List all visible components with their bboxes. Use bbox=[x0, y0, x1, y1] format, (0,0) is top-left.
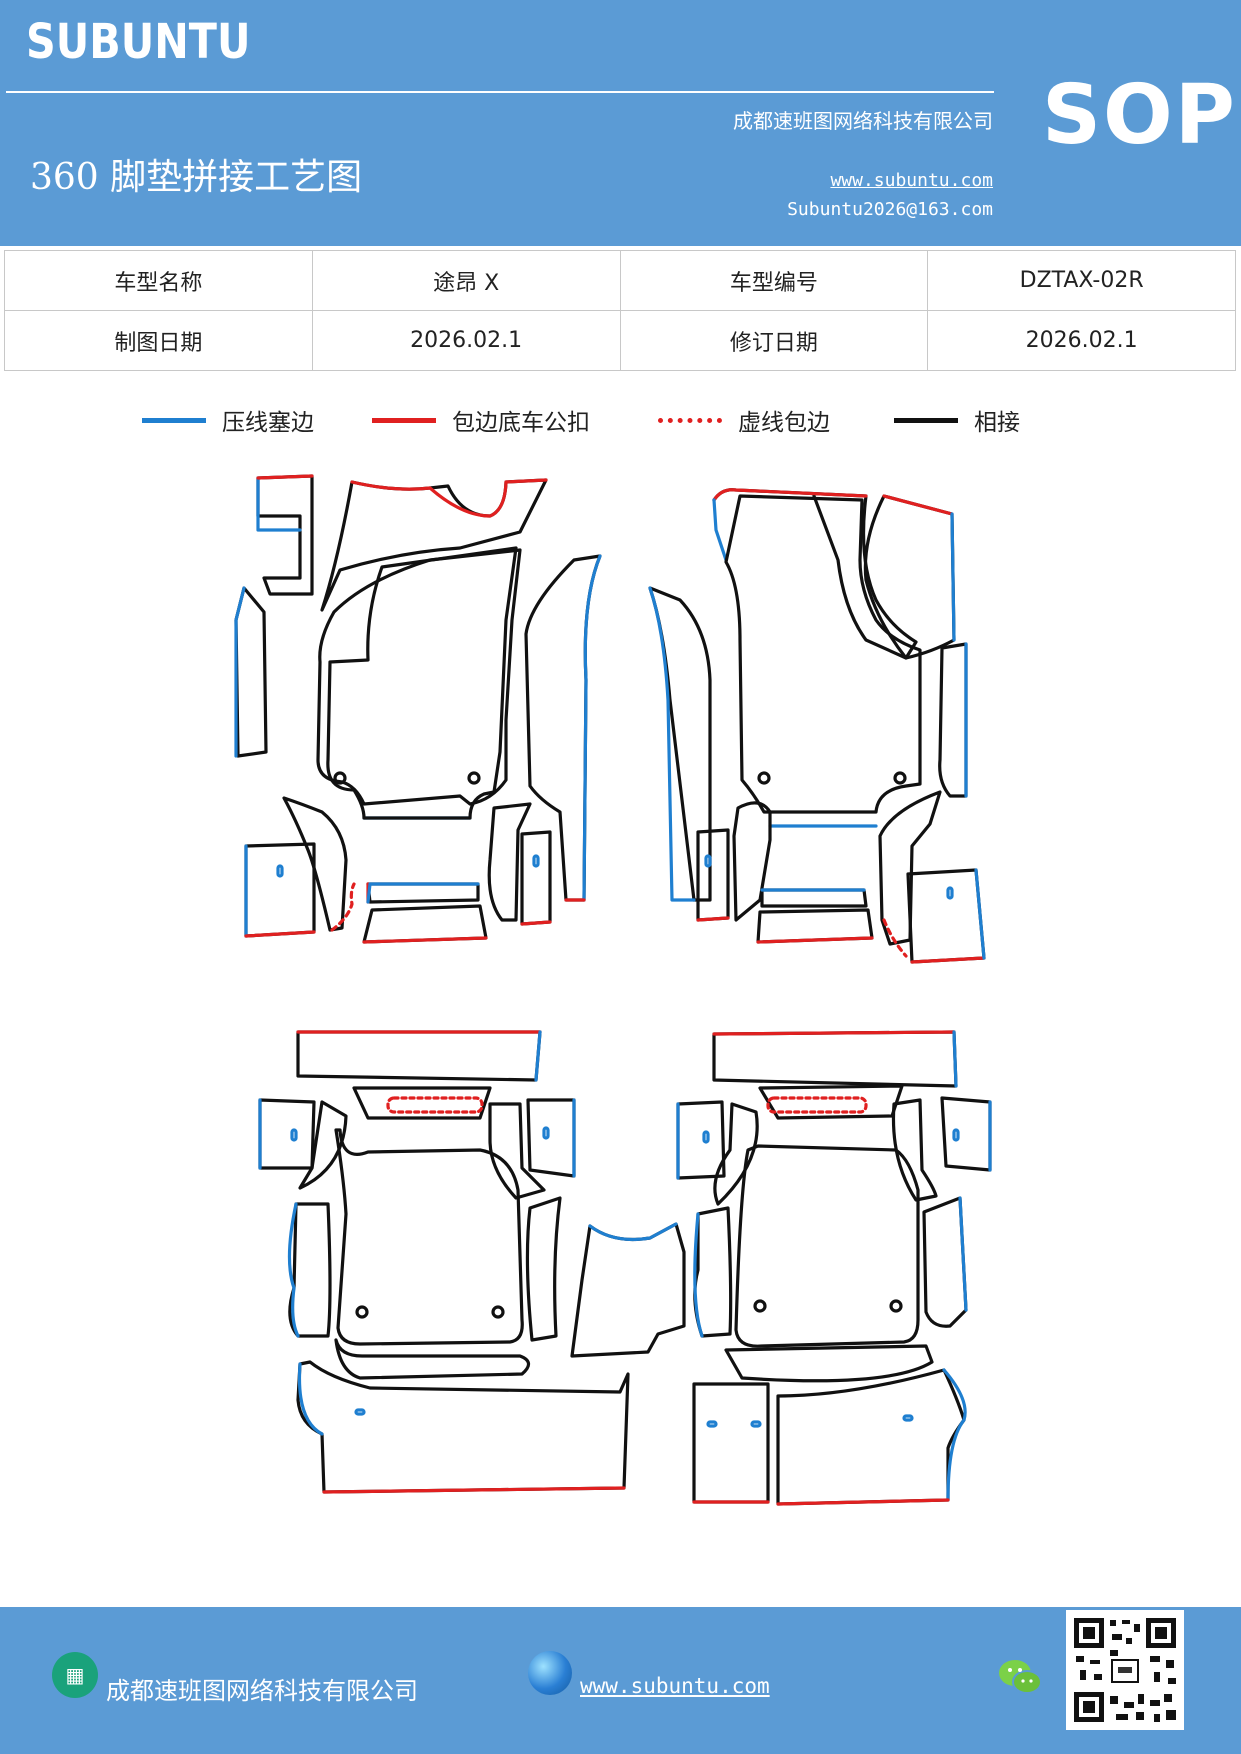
model-name-value: 途昂 X bbox=[311, 250, 621, 311]
website-link[interactable]: www.subuntu.com bbox=[830, 170, 993, 191]
legend-item: 包边底车公扣 bbox=[372, 400, 590, 440]
rear-left-mat-group bbox=[258, 1030, 630, 1494]
front-right-mat-group bbox=[648, 488, 986, 964]
table-row: 制图日期 2026.02.1 修订日期 2026.02.1 bbox=[4, 310, 1236, 371]
legend-swatch-blue bbox=[142, 417, 206, 423]
draw-date-value: 2026.02.1 bbox=[311, 310, 621, 371]
front-left-mat-group bbox=[234, 474, 602, 944]
rear-right-mat-group bbox=[676, 1030, 992, 1506]
qr-code[interactable] bbox=[1066, 1610, 1184, 1730]
company-name: 成都速班图网络科技有限公司 bbox=[733, 109, 993, 133]
header-banner: SUBUNTU 成都速班图网络科技有限公司 360 脚垫拼接工艺图 www.su… bbox=[0, 0, 1241, 246]
floor-mat-diagram bbox=[234, 474, 992, 1506]
building-icon: ▦ bbox=[52, 1652, 98, 1698]
legend-label: 压线塞边 bbox=[222, 410, 314, 436]
center-connector-mat bbox=[570, 1222, 686, 1358]
vehicle-info-table: 车型名称 途昂 X 车型编号 DZTAX-02R 制图日期 2026.02.1 … bbox=[4, 250, 1236, 371]
model-code-value: DZTAX-02R bbox=[927, 250, 1236, 311]
model-name-label: 车型名称 bbox=[4, 250, 313, 311]
table-row: 车型名称 途昂 X 车型编号 DZTAX-02R bbox=[4, 250, 1236, 311]
globe-icon bbox=[528, 1651, 572, 1695]
revision-date-label: 修订日期 bbox=[619, 310, 929, 371]
legend-swatch-red-dotted bbox=[658, 417, 722, 423]
footer-company-name: 成都速班图网络科技有限公司 bbox=[106, 1677, 418, 1705]
legend-swatch-black bbox=[894, 417, 958, 423]
sop-badge: SOP bbox=[1042, 68, 1237, 163]
legend-label: 虚线包边 bbox=[738, 410, 830, 436]
footer-banner: ▦ 成都速班图网络科技有限公司 www.subuntu.com bbox=[0, 1607, 1241, 1754]
legend-item: 相接 bbox=[894, 400, 1020, 440]
page-title: 360 脚垫拼接工艺图 bbox=[30, 157, 363, 198]
header-divider bbox=[6, 91, 994, 93]
wechat-icon bbox=[999, 1660, 1042, 1694]
legend: 压线塞边 包边底车公扣 虚线包边 相接 bbox=[0, 400, 1241, 440]
footer-website-link[interactable]: www.subuntu.com bbox=[580, 1674, 770, 1698]
legend-label: 相接 bbox=[974, 410, 1020, 436]
revision-date-value: 2026.02.1 bbox=[927, 310, 1236, 371]
model-code-label: 车型编号 bbox=[619, 250, 929, 311]
legend-item: 压线塞边 bbox=[142, 400, 314, 440]
draw-date-label: 制图日期 bbox=[4, 310, 313, 371]
email-address: Subuntu2026@163.com bbox=[787, 199, 993, 220]
legend-swatch-red bbox=[372, 417, 436, 423]
legend-label: 包边底车公扣 bbox=[452, 410, 590, 436]
logo: SUBUNTU bbox=[26, 14, 251, 70]
legend-item: 虚线包边 bbox=[658, 400, 830, 440]
